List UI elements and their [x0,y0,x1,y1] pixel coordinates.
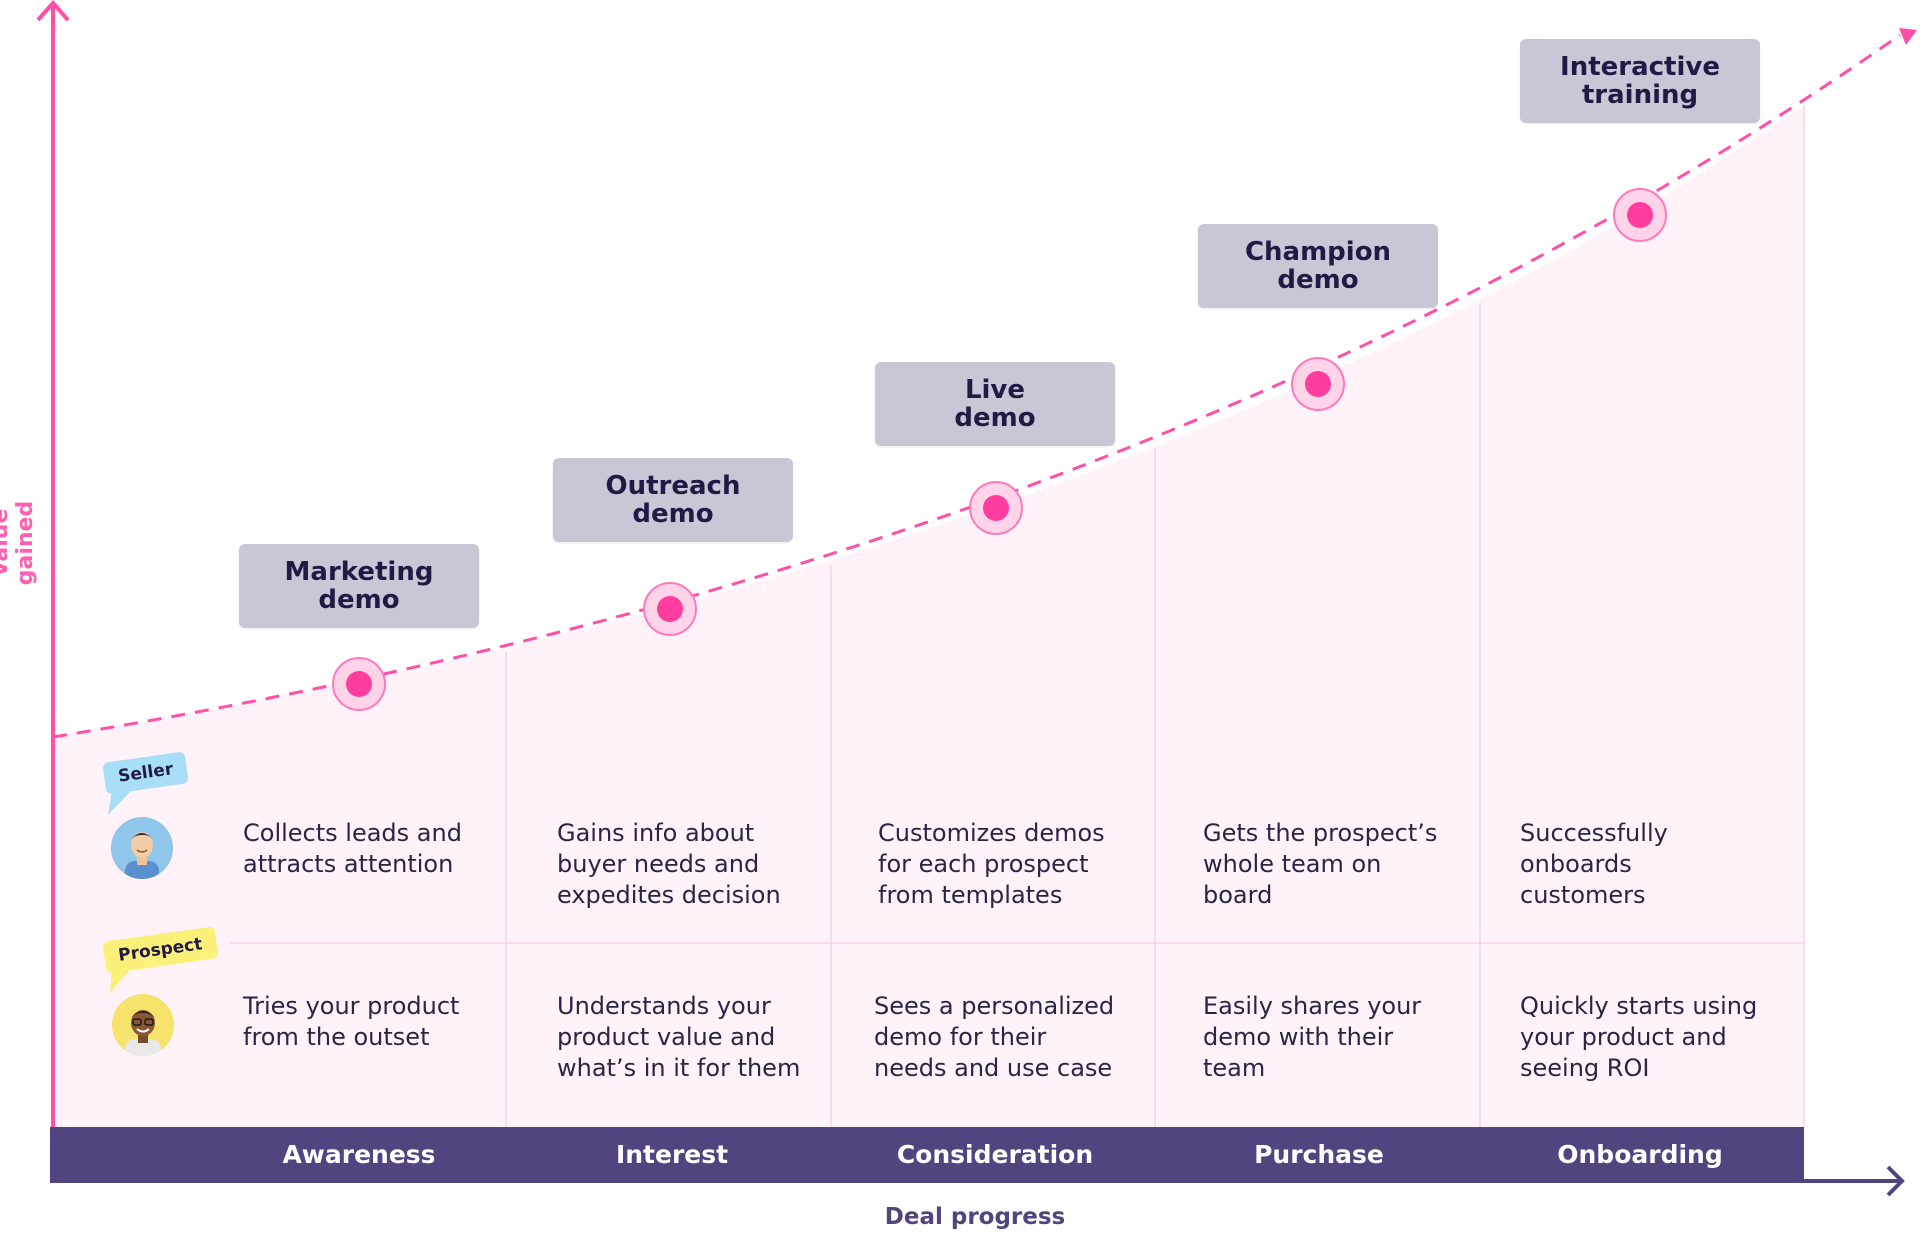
milestone-point-5 [1613,188,1667,242]
seller-avatar [111,817,173,879]
demo-label-outreach: Outreach demo [553,458,793,542]
prospect-tag-tail [110,967,132,993]
y-axis-label: Value gained [0,500,38,586]
stage-label-interest: Interest [615,1140,729,1169]
value-area [53,105,1804,1127]
x-axis-label: Deal progress [884,1204,1066,1230]
seller-desc-awareness: Collects leads and attracts attention [243,819,462,878]
value-curve [52,33,1901,739]
prospect-desc-purchase: Easily shares your demo with their team [1203,992,1422,1082]
milestone-point-2 [643,582,697,636]
stage-bar [50,1127,1804,1183]
milestone-point-3 [969,481,1023,535]
milestone-points [332,188,1667,711]
stage-label-onboarding: Onboarding [1557,1140,1723,1169]
milestone-point-1 [332,657,386,711]
seller-desc-onboarding: Successfully onboards customers [1520,819,1668,909]
x-axis-arrow [1886,1165,1905,1197]
demo-label-live: Live demo [875,362,1115,446]
seller-desc-purchase: Gets the prospect’s whole team on board [1203,819,1438,909]
demo-label-marketing: Marketing demo [239,544,479,628]
stage-label-purchase: Purchase [1254,1140,1384,1169]
demo-label-interactive-training: Interactive training [1520,39,1760,123]
curve-arrowhead [1899,28,1917,45]
prospect-avatar [112,994,174,1056]
prospect-desc-interest: Understands your product value and what’… [557,992,801,1082]
y-axis-arrow [36,0,70,22]
stage-label-awareness: Awareness [282,1140,436,1169]
prospect-person-icon [112,994,174,1056]
prospect-desc-awareness: Tries your product from the outset [243,992,460,1051]
column-dividers [230,105,1805,1127]
prospect-desc-onboarding: Quickly starts using your product and se… [1520,992,1758,1082]
stage-label-consideration: Consideration [896,1140,1094,1169]
milestone-point-4 [1291,357,1345,411]
seller-desc-interest: Gains info about buyer needs and expedit… [557,819,781,909]
seller-desc-consideration: Customizes demos for each prospect from … [878,819,1105,909]
prospect-desc-consideration: Sees a personalized demo for their needs… [874,992,1115,1082]
seller-tag-tail [108,790,132,815]
seller-person-icon [111,817,173,879]
demo-label-champion: Champion demo [1198,224,1438,308]
